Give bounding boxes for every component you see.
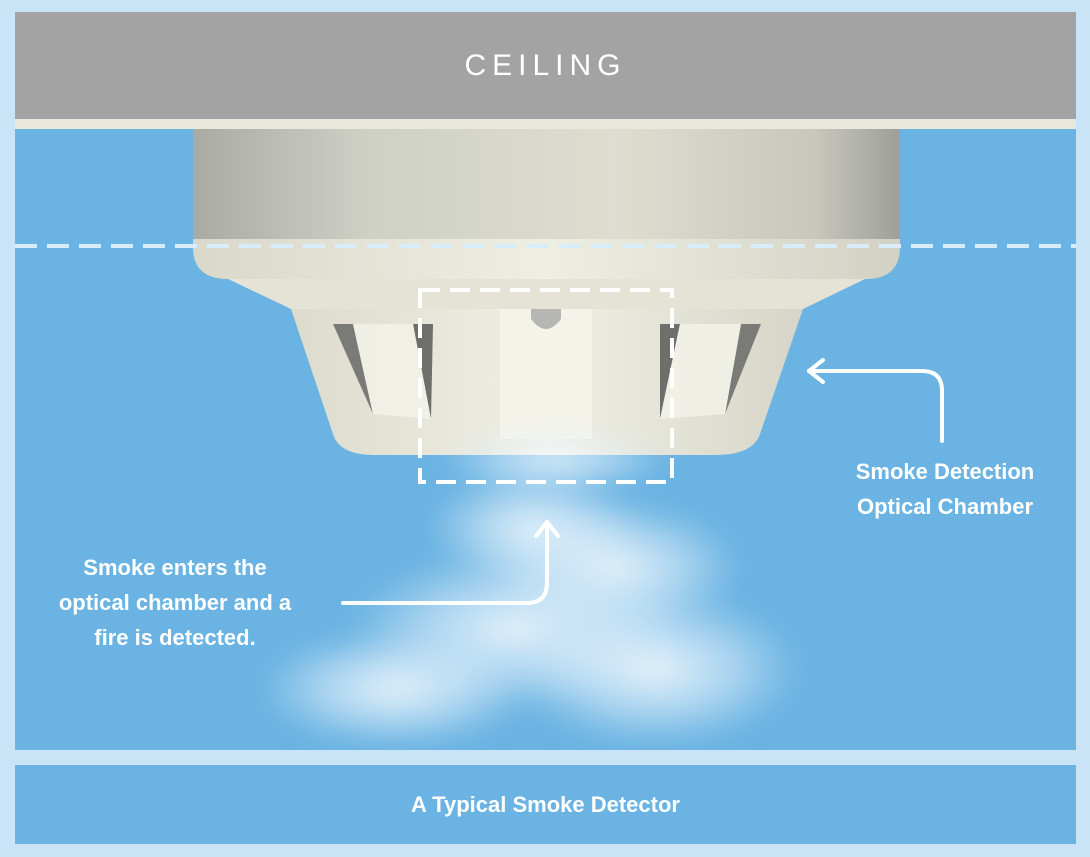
footer-bar: A Typical Smoke Detector: [15, 765, 1076, 844]
vent-slots: [333, 324, 761, 419]
ceiling-trim: [15, 119, 1076, 129]
optical-chamber: [500, 309, 592, 439]
smoke-caption-line: optical chamber and a: [58, 590, 292, 615]
diagram-title: A Typical Smoke Detector: [411, 791, 680, 817]
detector-band: [193, 239, 900, 279]
ceiling: CEILING: [15, 12, 1076, 119]
chamber-caption: Smoke Detection Optical Chamber: [820, 454, 1070, 524]
chamber-caption-line: Optical Chamber: [856, 494, 1034, 519]
detector-illustration: [15, 129, 1076, 749]
detector-scene: [15, 129, 1076, 750]
smoke-caption-line: fire is detected.: [94, 625, 256, 650]
smoke-arrow: [341, 520, 560, 605]
smoke-cloud: [255, 429, 805, 749]
smoke-caption: Smoke enters the optical chamber and a f…: [30, 550, 320, 655]
ceiling-label: CEILING: [464, 48, 627, 82]
chamber-arrow: [807, 358, 944, 443]
chamber-caption-line: Smoke Detection: [855, 459, 1035, 484]
chamber-highlight-box: [418, 288, 674, 484]
smoke-caption-line: Smoke enters the: [83, 555, 267, 580]
